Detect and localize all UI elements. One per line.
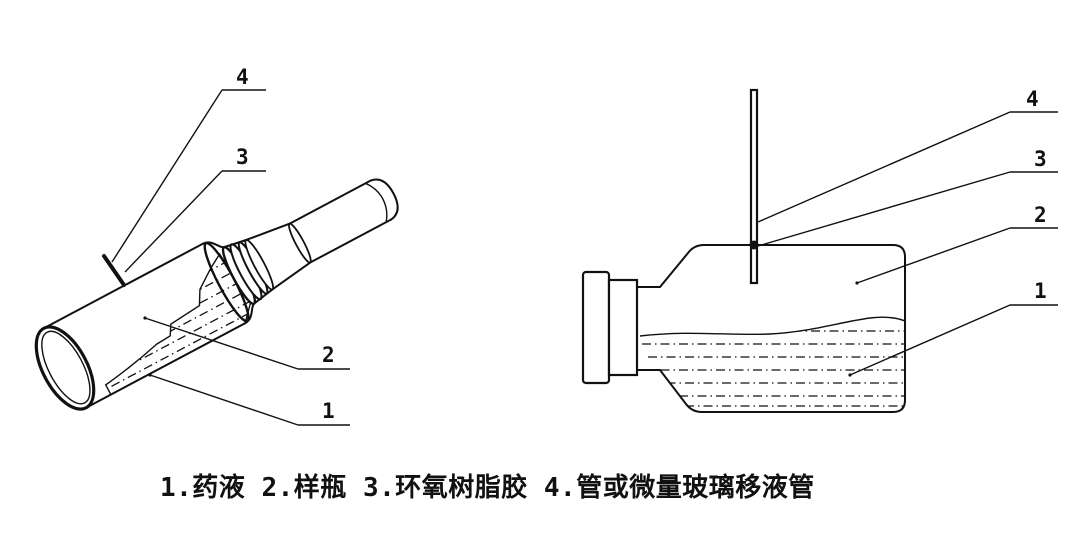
- right-vial-cap-outer: [581, 270, 611, 385]
- left-callout-1-label: 1: [322, 399, 335, 423]
- right-liquid-hatching: [642, 330, 904, 407]
- right-tube: [749, 88, 759, 285]
- right-callout-3: 3: [757, 147, 1058, 247]
- right-figure: 4 3 2 1: [581, 87, 1058, 413]
- right-liquid-surface: [639, 316, 906, 337]
- right-vial-liquid: [639, 316, 906, 407]
- left-vial-neck: [221, 238, 275, 306]
- right-vial-cap-ring: [607, 278, 639, 377]
- right-callout-2-leader: [856, 227, 1011, 284]
- left-vial-opening-inner: [41, 330, 91, 405]
- figure-caption: 1.药液 2.样瓶 3.环氧树脂胶 4.管或微量玻璃移液管: [160, 468, 860, 508]
- left-callout-3-label: 3: [236, 145, 249, 169]
- right-vial-body: [636, 244, 906, 413]
- left-tube: [102, 254, 126, 287]
- right-callout-1-leader: [849, 304, 1011, 376]
- left-callout-2-label: 2: [322, 343, 335, 367]
- left-callout-2: 2: [143, 316, 350, 370]
- left-vial-taper-bottom: [271, 261, 312, 291]
- right-callout-2-label: 2: [1034, 203, 1047, 227]
- right-callout-4-label: 4: [1026, 87, 1039, 111]
- right-callout-3-label: 3: [1034, 147, 1047, 171]
- left-liquid-hatching: [76, 257, 258, 395]
- left-figure: 4 3 2 1: [34, 65, 399, 426]
- left-callout-3: 3: [124, 145, 266, 273]
- left-vial: [34, 178, 399, 411]
- left-callout-2-leader: [144, 317, 299, 370]
- right-callout-4-leader: [757, 111, 1011, 223]
- caption-item-4: 4.管或微量玻璃移液管: [543, 473, 815, 503]
- left-vial-cap: [288, 178, 399, 264]
- right-callout-3-leader: [757, 171, 1011, 247]
- left-callout-4-label: 4: [236, 65, 249, 89]
- caption-item-2: 2.样瓶: [261, 473, 347, 503]
- right-epoxy-dot: [749, 240, 759, 250]
- right-callout-1: 1: [848, 279, 1058, 377]
- left-callout-4-leader: [111, 89, 223, 263]
- left-callout-3-leader: [124, 170, 223, 273]
- left-vial-taper-top: [245, 222, 291, 241]
- left-callout-1-leader: [149, 374, 299, 426]
- right-vial-cap: [581, 270, 639, 385]
- left-vial-opening-rim: [34, 325, 96, 411]
- left-callout-4: 4: [111, 65, 266, 263]
- right-callout-2: 2: [855, 203, 1058, 285]
- left-callout-1: 1: [148, 373, 350, 426]
- left-liquid-outline: [104, 252, 252, 396]
- right-callout-1-label: 1: [1034, 279, 1047, 303]
- right-callout-4: 4: [757, 87, 1058, 223]
- caption-item-1: 1.药液: [160, 473, 246, 503]
- caption-item-3: 3.环氧树脂胶: [362, 473, 528, 503]
